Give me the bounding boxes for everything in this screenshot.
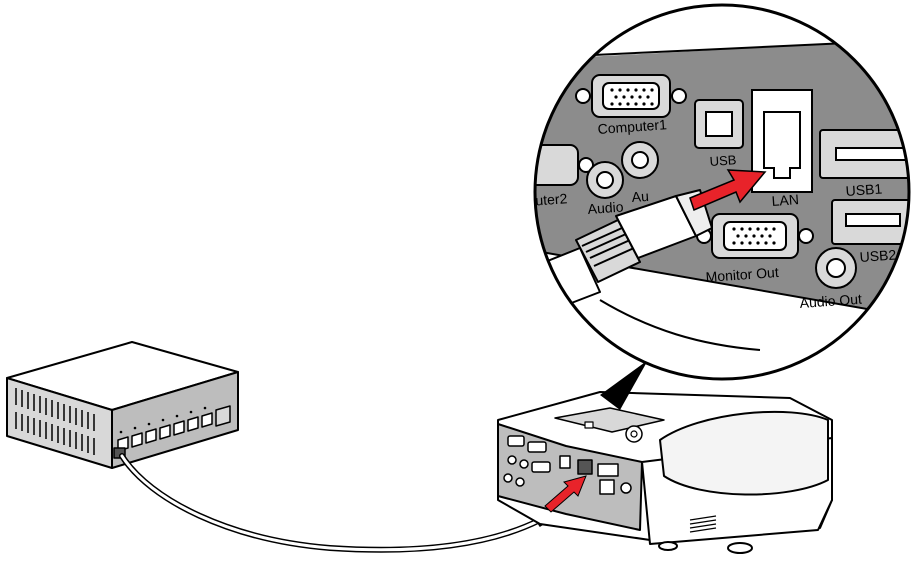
magnifier-outline	[533, 3, 911, 381]
label-computer1: Computer1	[597, 116, 667, 137]
callout-pointer	[600, 360, 648, 410]
network-hub-icon	[6, 341, 239, 469]
magnified-insertion-arrow-icon	[689, 169, 767, 212]
label-usb2: USB2	[859, 246, 897, 265]
projector-icon	[497, 391, 833, 554]
insertion-arrow-icon	[544, 475, 587, 513]
label-usb: USB	[709, 152, 737, 169]
label-audio-1: Audio	[587, 199, 624, 217]
label-audio-2: Au	[631, 188, 649, 205]
magnified-port-panel: Computer1 puter2 Audio Au USB LAN USB1 U…	[527, 5, 909, 379]
label-computer2: puter2	[527, 190, 568, 209]
label-monitor-out: Monitor Out	[705, 264, 779, 285]
label-usb1: USB1	[845, 180, 883, 199]
label-audio-out: Audio Out	[799, 291, 862, 311]
ethernet-cable-icon	[119, 453, 558, 553]
label-lan: LAN	[771, 191, 799, 209]
